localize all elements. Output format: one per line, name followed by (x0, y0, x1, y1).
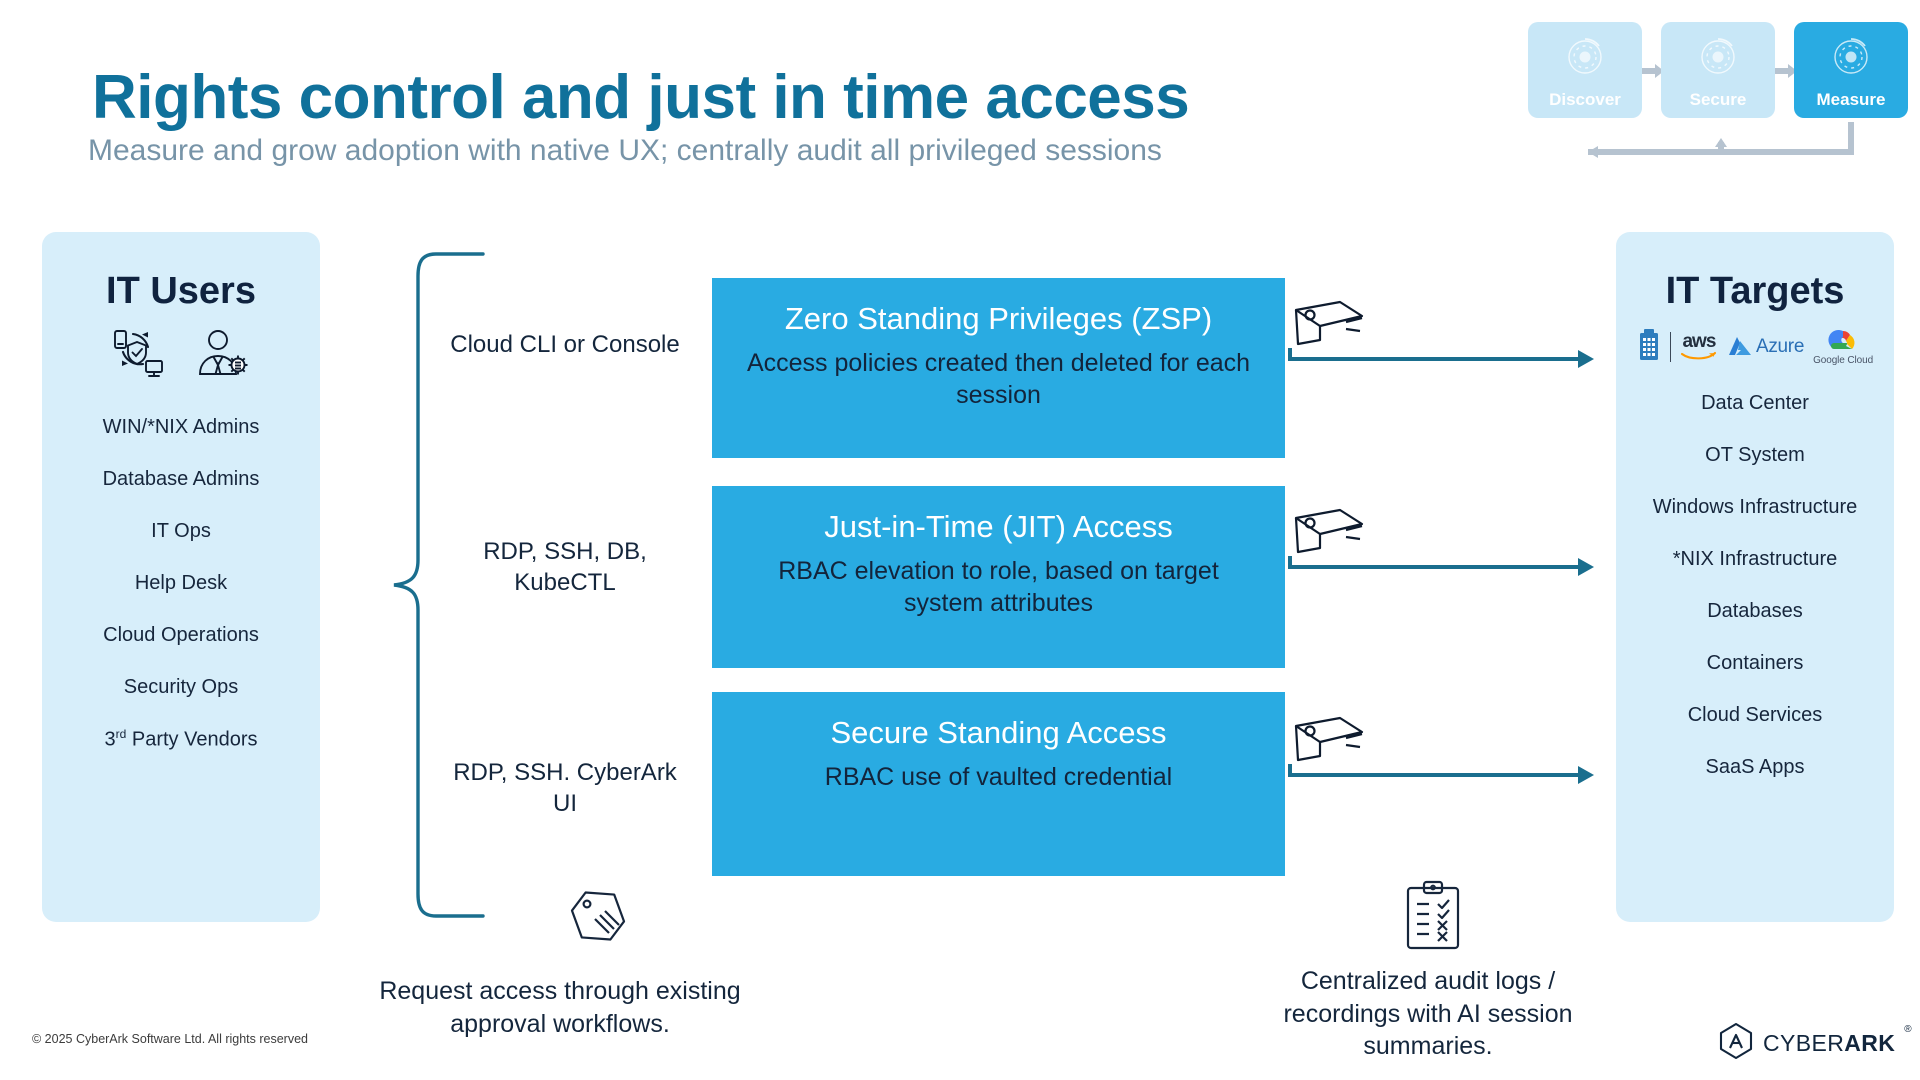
azure-logo: Azure (1727, 335, 1804, 359)
it-targets-title: IT Targets (1665, 270, 1845, 312)
stage-label: Measure (1816, 90, 1886, 109)
list-item: Cloud Operations (103, 623, 259, 646)
card-title: Just-in-Time (JIT) Access (824, 509, 1173, 544)
audit-clipboard-icon (1400, 880, 1466, 959)
admin-user-gear-icon (194, 328, 252, 385)
stage-arrow-icon (1775, 64, 1797, 78)
right-caption: Centralized audit logs / recordings with… (1283, 967, 1573, 1060)
google-cloud-logo: Google Cloud (1813, 329, 1873, 366)
card-description: RBAC use of vaulted credential (824, 763, 1173, 792)
card-title: Zero Standing Privileges (ZSP) (784, 301, 1213, 336)
list-item: Data Center (1701, 391, 1809, 414)
card-description: Access policies created then deleted for… (746, 349, 1251, 410)
cyberark-logo-icon (1718, 1022, 1754, 1065)
stage-chip-secure[interactable]: Secure (1661, 22, 1775, 118)
list-item-vendors: 3rd Party Vendors (104, 726, 258, 751)
list-item: WIN/*NIX Admins (102, 415, 260, 438)
stage-label: Secure (1689, 90, 1747, 109)
trademark-symbol: ® (1904, 1024, 1912, 1035)
it-users-panel: IT Users (42, 232, 320, 922)
stage-chip-discover[interactable]: Discover (1528, 22, 1642, 118)
aws-logo: aws (1680, 332, 1718, 361)
cyberark-brand: CYBERARK ® (1718, 1022, 1912, 1065)
approval-tag-icon (565, 885, 637, 962)
session-recording-camera-icon (1290, 712, 1368, 766)
list-item: *NIX Infrastructure (1672, 547, 1838, 570)
stage-chip-measure[interactable]: Measure (1794, 22, 1908, 118)
flow-arrow-icon (1288, 554, 1598, 580)
datacenter-building-icon (1637, 328, 1661, 366)
connector-label-1: Cloud CLI or Console (450, 331, 680, 358)
list-item: Cloud Services (1687, 703, 1823, 726)
card-description: RBAC elevation to role, based on target … (778, 557, 1219, 618)
connector-label-3: RDP, SSH. CyberArk UI (453, 759, 677, 817)
list-item: SaaS Apps (1705, 755, 1805, 778)
stage-nav: Discover Secure (1528, 22, 1908, 158)
connector-label-2: RDP, SSH, DB, KubeCTL (483, 538, 647, 596)
stage-label: Discover (1549, 90, 1621, 109)
it-users-title: IT Users (106, 270, 256, 312)
flow-arrow-icon (1288, 346, 1598, 372)
flow-arrow-icon (1288, 762, 1598, 788)
feature-card-ssa[interactable]: Secure Standing Access RBAC use of vault… (712, 692, 1285, 876)
it-targets-panel: IT Targets aws (1616, 232, 1894, 922)
stage-arrow-icon (1642, 64, 1664, 78)
card-title: Secure Standing Access (830, 715, 1167, 750)
stage-feedback-arrow-icon (1528, 118, 1900, 162)
left-caption: Request access through existing approval… (379, 977, 741, 1038)
list-item: IT Ops (151, 519, 211, 542)
device-shield-sync-icon (110, 328, 168, 385)
feature-card-jit[interactable]: Just-in-Time (JIT) Access RBAC elevation… (712, 486, 1285, 668)
page-subtitle: Measure and grow adoption with native UX… (88, 134, 1162, 167)
gear-orbit-icon (1828, 34, 1874, 85)
it-users-list: WIN/*NIX Admins Database Admins IT Ops H… (42, 401, 320, 766)
list-item: OT System (1705, 443, 1805, 466)
list-item: Help Desk (134, 571, 228, 594)
copyright-text: © 2025 CyberArk Software Ltd. All rights… (32, 1032, 309, 1046)
session-recording-camera-icon (1290, 296, 1368, 350)
session-recording-camera-icon (1290, 504, 1368, 558)
list-item: Databases (1707, 599, 1803, 622)
gear-orbit-icon (1562, 34, 1608, 85)
list-item: Containers (1706, 651, 1804, 674)
it-users-icons (42, 327, 320, 385)
target-platform-logos: aws Azure (1616, 325, 1894, 369)
feature-card-zsp[interactable]: Zero Standing Privileges (ZSP) Access po… (712, 278, 1285, 458)
gear-orbit-icon (1695, 34, 1741, 85)
list-item: Database Admins (102, 467, 260, 490)
cyberark-wordmark: CYBERARK (1763, 1030, 1896, 1056)
logo-divider (1669, 332, 1671, 362)
grouping-brace-icon (388, 250, 488, 925)
list-item: Windows Infrastructure (1652, 495, 1858, 518)
list-item: Security Ops (123, 675, 239, 698)
page-title: Rights control and just in time access (92, 63, 1190, 132)
it-targets-list: Data Center OT System Windows Infrastruc… (1616, 377, 1894, 793)
